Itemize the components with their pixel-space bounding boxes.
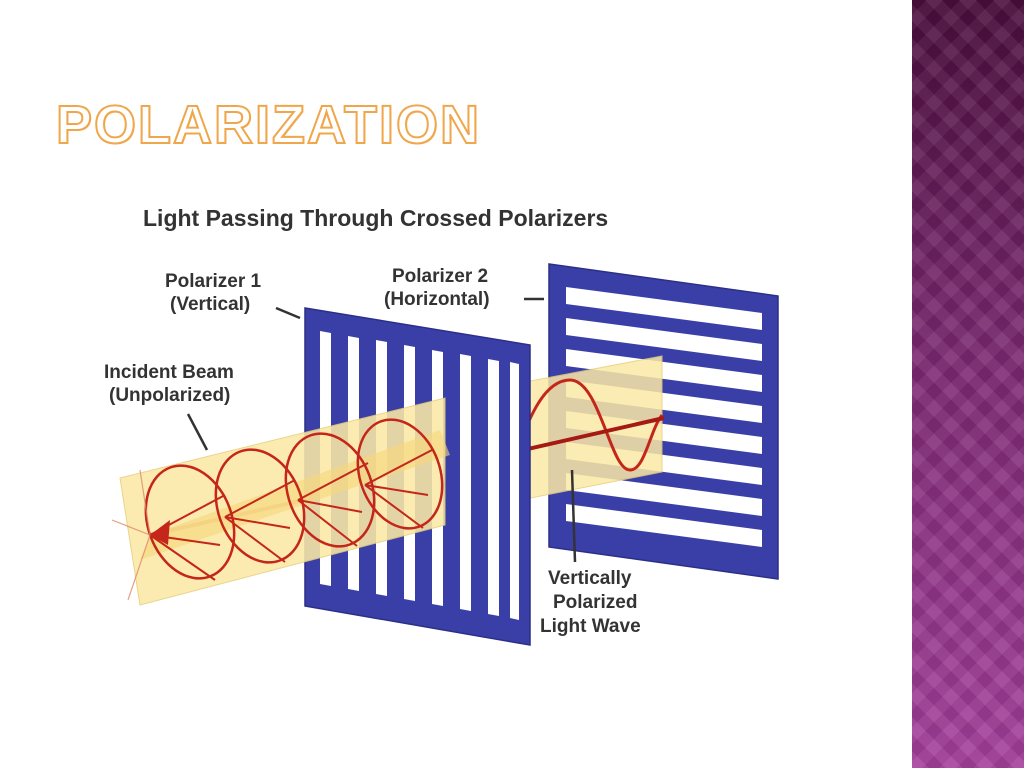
svg-text:Polarizer 1: Polarizer 1 <box>165 271 262 292</box>
svg-text:Polarized: Polarized <box>553 592 637 613</box>
svg-text:Vertically: Vertically <box>548 568 632 589</box>
side-decor-band <box>912 0 1024 768</box>
svg-text:Light Wave: Light Wave <box>540 616 641 637</box>
svg-text:Polarizer 2: Polarizer 2 <box>392 266 488 287</box>
label-incident-beam: Incident Beam (Unpolarized) <box>104 362 234 451</box>
slide-title: POLARIZATION <box>55 95 481 155</box>
polarization-diagram: Light Passing Through Crossed Polarizers <box>104 205 779 646</box>
svg-text:(Unpolarized): (Unpolarized) <box>109 385 230 406</box>
incident-beam <box>111 397 450 606</box>
diagram-heading: Light Passing Through Crossed Polarizers <box>143 205 608 231</box>
svg-text:(Horizontal): (Horizontal) <box>384 289 490 310</box>
label-polarized-wave: Vertically Polarized Light Wave <box>540 469 641 637</box>
svg-text:Incident Beam: Incident Beam <box>104 362 234 383</box>
label-polarizer-1: Polarizer 1 (Vertical) <box>165 271 301 320</box>
label-polarizer-2: Polarizer 2 (Horizontal) <box>384 266 544 310</box>
svg-text:(Vertical): (Vertical) <box>170 294 250 315</box>
